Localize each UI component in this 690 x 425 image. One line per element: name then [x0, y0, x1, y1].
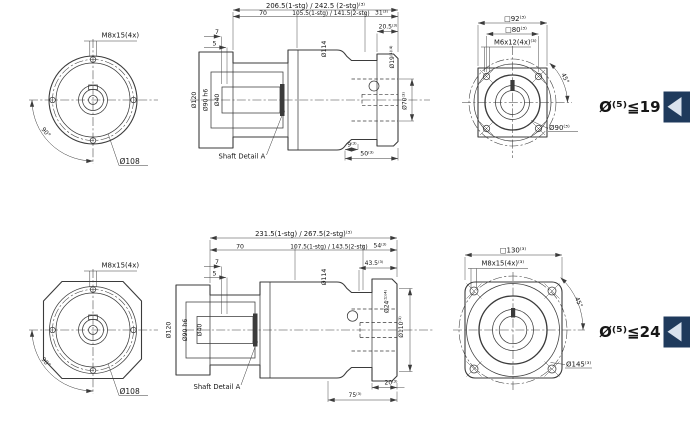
keyway-notch — [88, 84, 98, 90]
housing-profile — [175, 278, 398, 382]
size-limit-label: Ø⁽⁵⁾≦24 — [599, 323, 660, 341]
square-bolts-label: □80⁽³⁾ — [505, 26, 527, 34]
front-view-size1: 90° M8x15(4x) Ø108 — [29, 32, 158, 166]
bolt-holes-crossed — [466, 283, 560, 377]
rear-view-size1: 45° □92⁽³⁾ □80⁽³⁾ M6x12(4x)⁽³⁾ Ø90⁽³⁾ — [462, 15, 578, 158]
clamp-screw — [279, 108, 285, 115]
crosshair-centerlines — [462, 46, 572, 158]
keyway-notch — [88, 314, 98, 320]
rear-view-size2: 45° □130⁽³⁾ M8x15(4x)⁽³⁾ Ø145⁽³⁾ — [453, 247, 592, 390]
dimension-lines — [464, 252, 592, 369]
dim-9: 9⁽³⁾ — [347, 142, 357, 149]
dia-flange-label: Ø120 — [190, 92, 198, 109]
dim-mid-length: 107.5(1-stg) / 143.5(2-stg) — [290, 245, 367, 251]
dim-31: 31⁽³⁾ — [375, 10, 389, 17]
angle-arc — [549, 62, 570, 103]
shaft-detail-note: Shaft Detail A — [219, 153, 266, 161]
bolt-callout-label: M8x15(4x)⁽³⁾ — [482, 260, 525, 268]
bolt-circle-leader — [107, 133, 148, 166]
housing-seams — [209, 279, 373, 381]
left-triangle-icon — [667, 322, 682, 342]
dia-flange-label: Ø145⁽³⁾ — [566, 361, 591, 369]
dim-7: 7 — [215, 259, 219, 266]
housing-profile — [198, 49, 399, 151]
size-limit-label: Ø⁽⁵⁾≦19 — [599, 98, 660, 116]
dia-shaft-label: Ø40 — [213, 94, 221, 107]
shaft-end-plate — [280, 84, 285, 116]
angle-label: 45° — [559, 72, 570, 85]
dia-body-label: Ø114 — [320, 41, 328, 58]
dim-7: 7 — [215, 29, 219, 36]
shaft-end-plate — [253, 313, 258, 347]
flange-circles — [458, 275, 568, 385]
output-bores — [210, 71, 285, 129]
dim-75: 75⁽³⁾ — [349, 392, 363, 399]
angle-arc — [29, 99, 94, 164]
dim-43-5: 43.5⁽³⁾ — [365, 260, 384, 267]
crosshair-centerlines — [29, 269, 158, 394]
crosshair-centerlines — [29, 39, 158, 164]
keyway-slot — [511, 308, 516, 318]
dim-5: 5 — [213, 41, 217, 48]
dim-50: 50⁽³⁾ — [360, 151, 374, 158]
side-view-size1: 206.5(1-stg) / 242.5 (2-stg)⁽³⁾ 70 105.5… — [190, 2, 430, 161]
angle-label: 45° — [573, 296, 584, 309]
size-callout-1: Ø⁽⁵⁾≦19 — [599, 91, 690, 123]
dia-input-bore-label: Ø19⁽¹⁾⁽⁴⁾ — [389, 45, 396, 69]
dim-overall-length: 231.5(1-stg) / 267.5(2-stg)⁽³⁾ — [255, 230, 352, 238]
dia-body-label: Ø114 — [320, 269, 328, 286]
dia-pilot-label: Ø90 h6 — [181, 319, 189, 342]
dia-pilot-label: Ø90 h6 — [202, 89, 210, 112]
housing-seams — [232, 50, 378, 150]
square-flange — [477, 67, 548, 138]
front-view-size2: 90° M8x15(4x) Ø108 — [29, 262, 158, 396]
dia-bolt-circle-label: Ø110⁽³⁾ — [398, 316, 405, 338]
access-hole — [346, 310, 359, 322]
dia-recess-label: Ø70⁽³⁾ — [402, 92, 409, 110]
size-callout-2: Ø⁽⁵⁾≦24 — [599, 316, 690, 348]
bolt-callout-label: M8x15(4x) — [102, 262, 140, 270]
dimension-lines — [204, 235, 413, 403]
left-triangle-icon — [667, 97, 682, 117]
hidden-input-bores — [351, 308, 397, 352]
dia-pilot-label: Ø90⁽³⁾ — [549, 124, 570, 132]
dim-54: 54⁽³⁾ — [374, 243, 388, 250]
bolt-callout-label: M8x15(4x) — [102, 32, 140, 40]
square-outer-label: □130⁽³⁾ — [500, 247, 527, 255]
bolt-circle-label: Ø108 — [120, 387, 140, 396]
clamp-screw — [252, 339, 258, 345]
output-bores — [185, 301, 258, 359]
dimension-lines — [204, 7, 415, 161]
bolt-callout-leader — [84, 270, 137, 287]
dia-input-bore-label: Ø24⁽¹⁾⁽⁴⁾ — [384, 289, 391, 313]
hidden-input-bores — [351, 78, 398, 122]
angle-label: 90° — [40, 126, 52, 139]
square-outer-label: □92⁽³⁾ — [504, 15, 526, 23]
dia-flange-label: Ø120 — [165, 322, 173, 339]
keyway-slot — [510, 80, 515, 91]
bolt-callout-label: M6x12(4x)⁽³⁾ — [494, 39, 537, 47]
dim-20-5: 20.5⁽³⁾ — [379, 24, 398, 31]
dim-20: 20⁽³⁾ — [385, 380, 399, 387]
bolt-holes-crossed — [479, 69, 546, 136]
dim-mid-length: 105.5(1-stg) / 141.5(2-stg) — [292, 11, 369, 17]
angle-arc — [560, 277, 586, 331]
dimension-lines — [477, 20, 578, 132]
octagon-flange — [42, 280, 143, 380]
angle-arc — [29, 329, 94, 394]
bolt-circle-leader — [107, 363, 148, 396]
dim-overall-length: 206.5(1-stg) / 242.5 (2-stg)⁽³⁾ — [266, 2, 365, 10]
side-view-size2: 231.5(1-stg) / 267.5(2-stg)⁽³⁾ 70 107.5(… — [165, 230, 434, 403]
bolt-callout-leader — [84, 40, 137, 57]
dim-shaft-length: 70 — [236, 244, 244, 251]
shaft-detail-note: Shaft Detail A — [194, 383, 241, 391]
access-hole — [368, 80, 380, 92]
dia-shaft-label: Ø40 — [196, 324, 204, 337]
angle-label: 90° — [40, 356, 52, 369]
dim-shaft-length: 70 — [259, 10, 267, 17]
bolt-circle-label: Ø108 — [120, 157, 140, 166]
dim-5: 5 — [213, 271, 217, 278]
